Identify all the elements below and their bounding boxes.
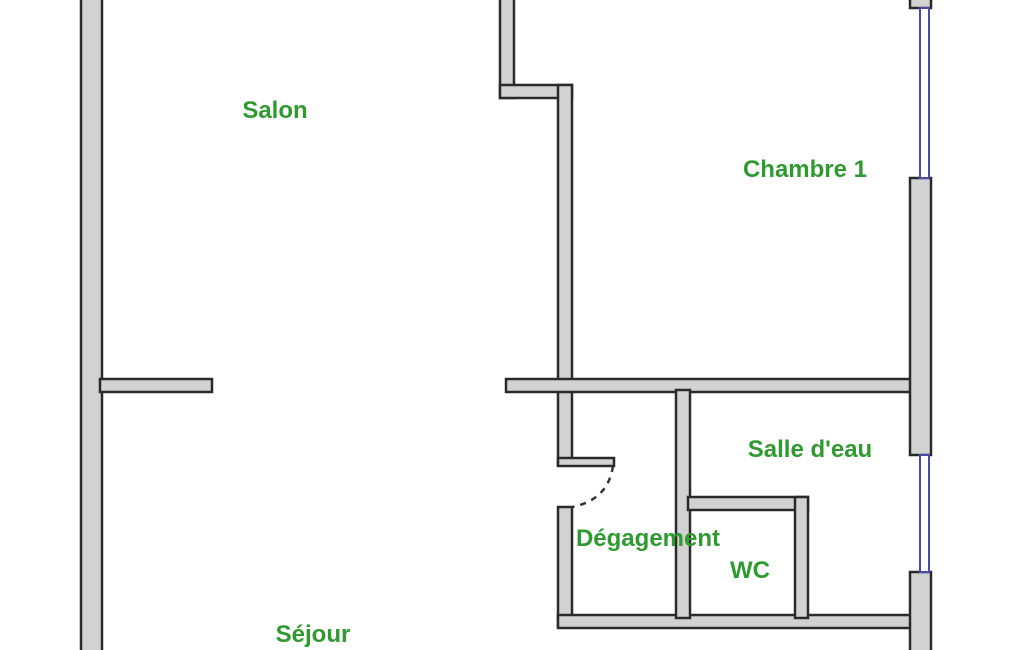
label-salon: Salon [242,97,307,124]
door-swing [571,465,615,509]
room-labels: Salon Chambre 1 Salle d'eau Dégagement W… [242,97,872,648]
label-wc: WC [730,557,770,584]
wall-right-top [908,0,933,10]
label-salle-d-eau: Salle d'eau [748,436,872,463]
window-salle-d-eau [919,454,930,573]
wall-wc-right [793,495,810,620]
wall-bottom [556,613,924,630]
windows [919,7,930,573]
wall-salon-sejour [98,377,214,394]
wall-wc-top [686,495,810,512]
door-stub [556,456,616,468]
wall-degagement-lower [556,505,574,629]
wall-right-middle [908,176,933,457]
wall-right-bottom [908,570,933,650]
label-sejour: Séjour [276,621,351,648]
wall-chambre-bottom [504,377,924,394]
label-chambre-1: Chambre 1 [743,156,867,183]
label-degagement: Dégagement [576,525,720,552]
wall-top-center [498,0,516,100]
wall-center-vertical [556,83,574,467]
walls [79,0,933,650]
window-chambre [919,7,930,179]
wall-left [79,0,104,650]
